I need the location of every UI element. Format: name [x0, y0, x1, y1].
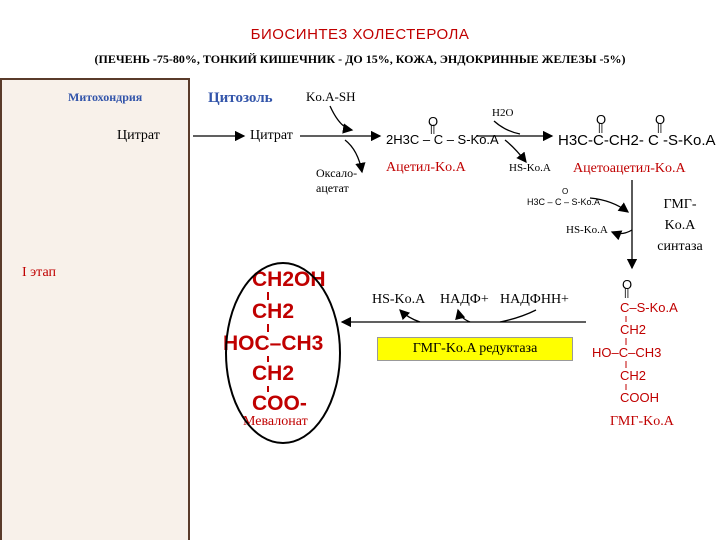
hs-coa-out-arrow-2	[610, 229, 633, 241]
water-label: H2O	[492, 107, 514, 119]
oxaloacetate-line1: Оксало-	[316, 166, 358, 180]
acetoacetyl-bond1: ||	[598, 123, 604, 134]
hmg-synthase-line1: ГМГ-	[663, 197, 697, 212]
acetyl-double-bond: ||	[430, 124, 436, 135]
hmg-c4: CH2	[620, 368, 647, 383]
oxaloacetate-line2: ацетат	[316, 181, 349, 195]
citrate-mito: Цитрат	[117, 128, 160, 143]
oxaloacetate-out-arrow	[344, 139, 366, 174]
hmg-c1: C–S-Ko.A	[620, 300, 678, 315]
nadp-label: НАДФ+	[440, 292, 489, 307]
acetyl-coa-formula: 2H3C – C – S-Ko.A	[386, 132, 499, 147]
hs-coa-release-2: HS-Ko.A	[566, 224, 608, 236]
acetoacetyl-o2: O	[655, 112, 666, 127]
page-title: БИОСИНТЕЗ ХОЛЕСТЕРОЛА	[250, 26, 470, 43]
acetoacetyl-coa-name: Ацетоацетил-Ko.A	[573, 161, 686, 176]
citrate-cyto: Цитрат	[250, 128, 293, 143]
hmg-reductase-box: ГМГ-Ko.A редуктаза	[377, 337, 573, 361]
hmg-c5: COOH	[620, 390, 659, 405]
mevalonate-ellipse	[225, 262, 341, 444]
mevalonate-c5: COO-	[252, 392, 307, 415]
coa-sh-in-arrow	[329, 105, 354, 134]
hmg-double-bond: ||	[624, 288, 630, 299]
hmg-synthase-line3: синтаза	[657, 239, 703, 254]
mevalonate-c4: CH2	[252, 362, 295, 385]
hmg-synthase-line2: Ko.A	[664, 218, 696, 233]
nadph-label: НАДФНН+	[500, 292, 569, 307]
hmg-coa-name: ГМГ-Ko.A	[610, 414, 674, 429]
acetoacetyl-bond2: ||	[657, 123, 663, 134]
hs-coa-out-arrow-1	[504, 139, 527, 164]
hs-coa-out-arrow-3	[399, 309, 421, 323]
coa-sh-label: Ko.A-SH	[306, 89, 356, 104]
mevalonate-c3: HOC–CH3	[223, 332, 324, 355]
acetoacetyl-o1: O	[596, 112, 607, 127]
acetyl-join-arrow	[589, 197, 630, 213]
mitochondria-panel	[0, 78, 190, 540]
mevalonate-name: Мевалонат	[243, 414, 308, 429]
hs-coa-release-1: HS-Ko.A	[509, 162, 551, 174]
nadp-out-arrow	[455, 308, 471, 323]
acetoacetyl-coa-formula: H3C-C-CH2- C -S-Ko.A	[558, 132, 716, 149]
acetyl-coa-small-formula: H3C – C – S-Ko.A	[527, 197, 601, 207]
hmg-carbonyl-o: O	[622, 277, 633, 292]
acetyl-coa-name: Ацетил-Ko.A	[386, 160, 466, 175]
cytosol-label: Цитозоль	[208, 90, 273, 106]
water-out-arrow	[493, 120, 521, 135]
hs-coa-release-3: HS-Ko.A	[372, 292, 426, 307]
acetyl-carbonyl-o: O	[428, 114, 439, 129]
hmg-c3: HO–C–CH3	[592, 345, 662, 360]
hmg-c2: CH2	[620, 322, 647, 337]
small-acetyl-o: O	[562, 187, 569, 196]
mevalonate-c1: CH2OH	[252, 268, 326, 291]
mevalonate-c2: CH2	[252, 300, 295, 323]
page-subtitle: (ПЕЧЕНЬ -75-80%, ТОНКИЙ КИШЕЧНИК - ДО 15…	[94, 52, 626, 66]
stage-label: I этап	[22, 265, 56, 280]
mitochondria-label: Митохондрия	[68, 90, 143, 104]
nadph-in-arrow	[499, 309, 537, 323]
